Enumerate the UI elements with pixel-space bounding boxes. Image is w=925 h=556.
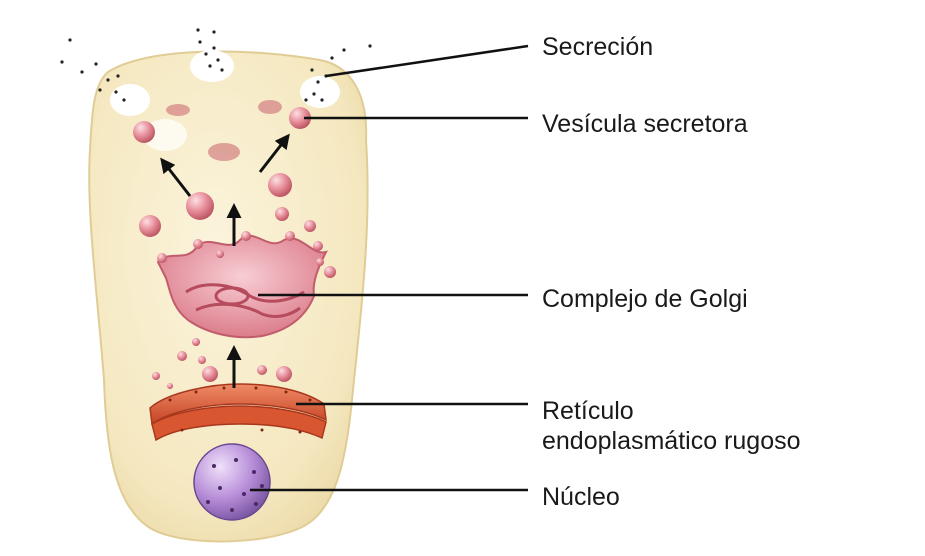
label-complejo-golgi: Complejo de Golgi <box>542 284 748 314</box>
label-reticulo: Retículo endoplasmático rugoso <box>542 396 801 456</box>
label-reticulo-line2: endoplasmático rugoso <box>542 427 801 455</box>
nucleus <box>193 443 271 521</box>
label-nucleo-text: Núcleo <box>542 483 620 511</box>
secretion-particles <box>60 28 372 102</box>
secretory-vesicles <box>133 107 316 237</box>
label-vesicula-secretora: Vesícula secretora <box>542 109 748 139</box>
leader-lines <box>250 44 529 492</box>
label-secrecion-text: Secreción <box>542 33 654 61</box>
leader-secrecion <box>325 44 529 78</box>
label-golgi-text: Complejo de Golgi <box>542 285 748 313</box>
label-secrecion: Secreción <box>542 32 653 62</box>
arrow-vesicle-right <box>258 133 290 173</box>
secretion-pockets <box>110 50 340 151</box>
arrow-vesicle-left <box>160 157 192 197</box>
label-reticulo-line1: Retículo <box>542 397 634 425</box>
flow-arrows <box>160 133 290 388</box>
label-vesicula-text: Vesícula secretora <box>542 110 748 138</box>
rough-endoplasmic-reticulum <box>149 383 327 442</box>
membrane-pits <box>166 100 282 161</box>
label-nucleo: Núcleo <box>542 482 620 512</box>
golgi-complex <box>156 231 336 339</box>
transport-vesicles <box>152 338 292 389</box>
